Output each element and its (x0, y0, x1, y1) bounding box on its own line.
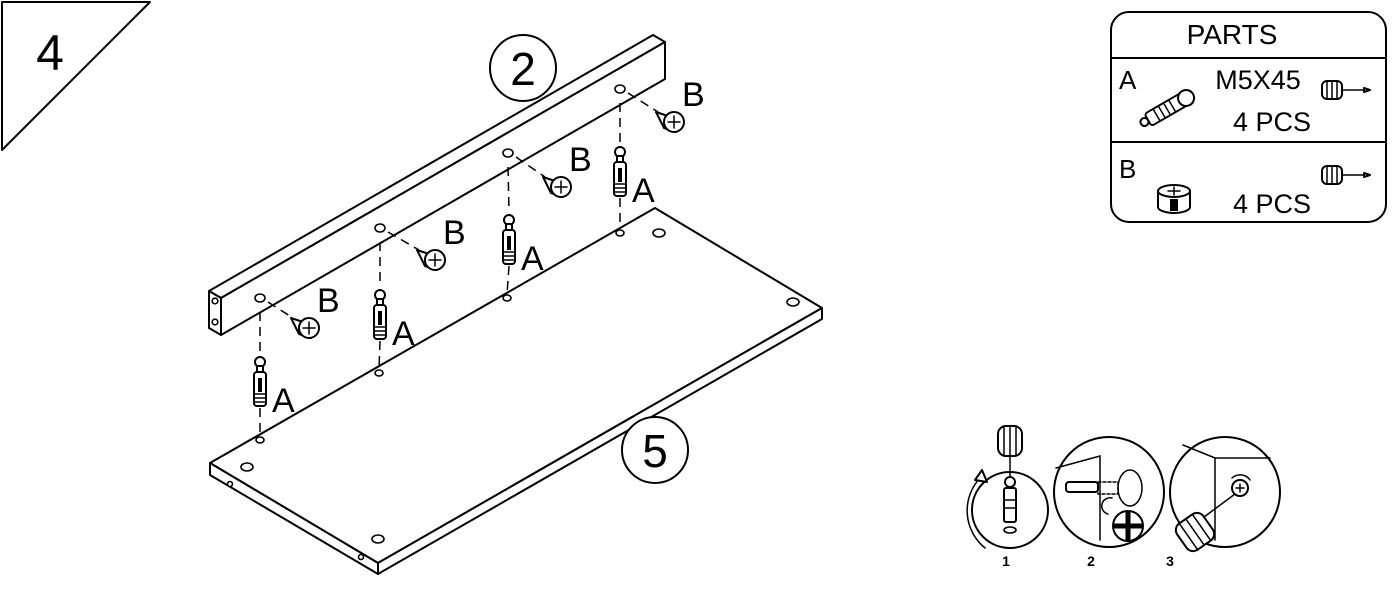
fastener-set-4: AB (613, 76, 705, 237)
board-bolt-hole (615, 229, 625, 237)
detail-1-number: 1 (1002, 553, 1010, 569)
step-badge: 4 (1, 1, 151, 151)
parts-box: PARTS A M5X45 4 PCS B 4 PCS (1110, 11, 1387, 223)
bolt-icon (1003, 476, 1017, 523)
cam-b (267, 301, 320, 339)
parts-title: PARTS (1187, 19, 1278, 50)
part-a-qty: 4 PCS (1233, 107, 1311, 137)
bolt-a (253, 356, 267, 407)
bolt-a (373, 289, 387, 340)
panel-5-board (209, 207, 823, 575)
part-b-letter: B (1119, 154, 1136, 184)
board-bolt-hole (374, 369, 384, 377)
cam-b (627, 92, 685, 133)
bolt-label: A (521, 240, 544, 278)
callout-panel-2: 2 (489, 34, 557, 102)
screwdriver-icon-a (1321, 80, 1371, 100)
cam-label: B (317, 282, 340, 320)
board-bolt-hole (255, 436, 265, 444)
cam-label: B (682, 76, 705, 114)
bolt-a (502, 214, 516, 265)
detail-1-insert-bolt: 1 (966, 425, 1049, 569)
panel-2-rail (208, 34, 666, 336)
part-b-qty: 4 PCS (1233, 189, 1311, 219)
fastener-set-2: AB (373, 214, 466, 377)
screwdriver-icon (997, 425, 1023, 477)
detail-instructions: 1 2 (966, 425, 1281, 569)
step-number: 4 (36, 25, 64, 81)
fastener-set-1: AB (253, 282, 340, 444)
fastener-set-3: AB (502, 141, 592, 302)
detail-3-number: 3 (1166, 553, 1174, 569)
cam-lock-icon (1157, 184, 1191, 214)
bolt-label: A (272, 382, 295, 420)
screwdriver-icon-b (1321, 165, 1371, 185)
cam-bolt-icon (1139, 89, 1196, 127)
panel-5-number: 5 (642, 425, 668, 477)
cam-label: B (443, 214, 466, 252)
bolt-a (613, 146, 627, 197)
callout-panel-5: 5 (621, 416, 689, 484)
detail-3-tighten-cam: 3 (1166, 436, 1281, 569)
panel-2-number: 2 (510, 43, 536, 95)
detail-2-insert-cam: 2 (1053, 436, 1165, 569)
part-a-spec: M5X45 (1215, 65, 1301, 95)
bolt-label: A (632, 172, 655, 210)
detail-2-number: 2 (1087, 553, 1095, 569)
cam-b (387, 231, 446, 271)
board-holes (226, 228, 800, 561)
board-bolt-hole (502, 294, 512, 302)
bolt-label: A (392, 315, 415, 353)
rail-holes (254, 84, 626, 303)
cam-b (515, 156, 572, 198)
cam-label: B (569, 141, 592, 179)
part-a-letter: A (1119, 65, 1137, 95)
